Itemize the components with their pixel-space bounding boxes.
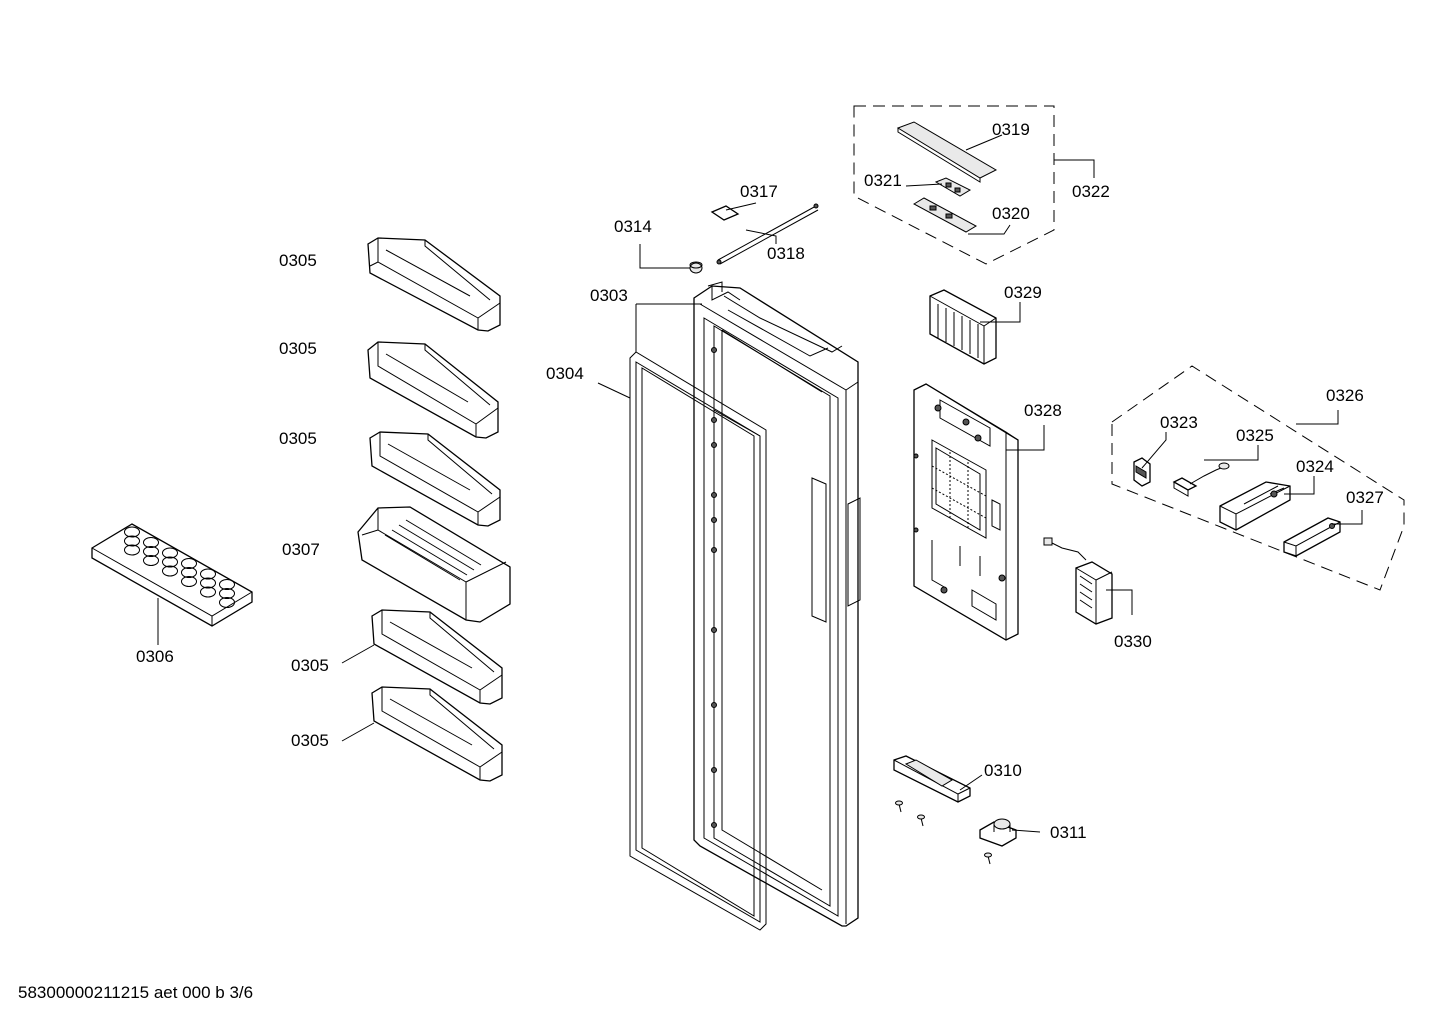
label-0330: 0330 [1114,632,1152,651]
egg-cup [124,526,140,538]
screws [895,800,992,865]
label-0311: 0311 [1050,823,1087,842]
label-0329: 0329 [1004,283,1042,302]
door-frame [693,281,861,927]
display-board [912,197,978,233]
label-0314: 0314 [614,217,652,236]
foil-pad [710,205,740,221]
drawing-reference-number: 58300000211215 aet 000 b 3/6 [18,983,253,1002]
label-0318: 0318 [767,244,805,263]
label-0319: 0319 [992,120,1030,139]
egg-cup [219,579,235,590]
dispenser-assembly-dashed-box [1111,365,1405,591]
label-0322: 0322 [1072,182,1110,201]
label-0307: 0307 [282,540,320,559]
hinge-plug [689,261,703,274]
heater-element [1043,537,1113,625]
dispenser-housing [1219,481,1291,531]
door-shelf-4 [371,609,503,705]
display-assembly-dashed-box [853,105,1055,265]
label-0305-a: 0305 [279,251,317,270]
egg-cup [162,556,178,568]
egg-cup [200,568,216,580]
egg-cup [124,544,140,556]
label-0325: 0325 [1236,426,1274,445]
door-shelf-deep [357,506,511,623]
label-0324: 0324 [1296,457,1334,476]
label-0303: 0303 [590,286,628,305]
egg-cup [181,576,197,587]
display-board-small [934,177,972,197]
label-0305-d: 0305 [291,656,329,675]
door-shelf-2 [367,341,499,439]
door-shelf-5 [371,686,503,782]
label-0305-c: 0305 [279,429,317,448]
egg-cup [200,577,216,589]
label-0328: 0328 [1024,401,1062,420]
egg-cup [143,546,159,557]
label-0305-b: 0305 [279,339,317,358]
egg-cup [143,555,159,566]
label-0304: 0304 [546,364,584,383]
leader-lines [157,134,1363,833]
door-shelf-3 [369,431,501,527]
lower-hinge [979,818,1017,847]
label-0305-e: 0305 [291,731,329,750]
dispenser-cover [1283,517,1341,557]
egg-cup [219,597,235,608]
door-shelf-1 [367,237,501,332]
label-0306: 0306 [136,647,174,666]
control-panel [913,383,1019,641]
label-0327: 0327 [1346,488,1384,507]
label-0326: 0326 [1326,386,1364,405]
lower-hinge-cover [893,755,971,803]
egg-tray [91,523,253,627]
sensor-cable [1172,462,1230,497]
cable-rod [716,203,819,265]
label-0323: 0323 [1160,413,1198,432]
egg-cup [162,565,178,577]
egg-cup [143,537,159,548]
egg-cup [181,567,197,578]
label-0310: 0310 [984,761,1022,780]
label-0317: 0317 [740,182,778,201]
egg-cup [181,558,197,569]
egg-cup [200,586,216,598]
egg-cup [124,535,140,547]
label-0321: 0321 [864,171,902,190]
egg-cup [162,547,178,559]
valve-block [929,289,997,365]
micro-switch [1133,457,1151,487]
display-cover [896,121,998,183]
egg-cup [219,588,235,599]
label-0320: 0320 [992,204,1030,223]
